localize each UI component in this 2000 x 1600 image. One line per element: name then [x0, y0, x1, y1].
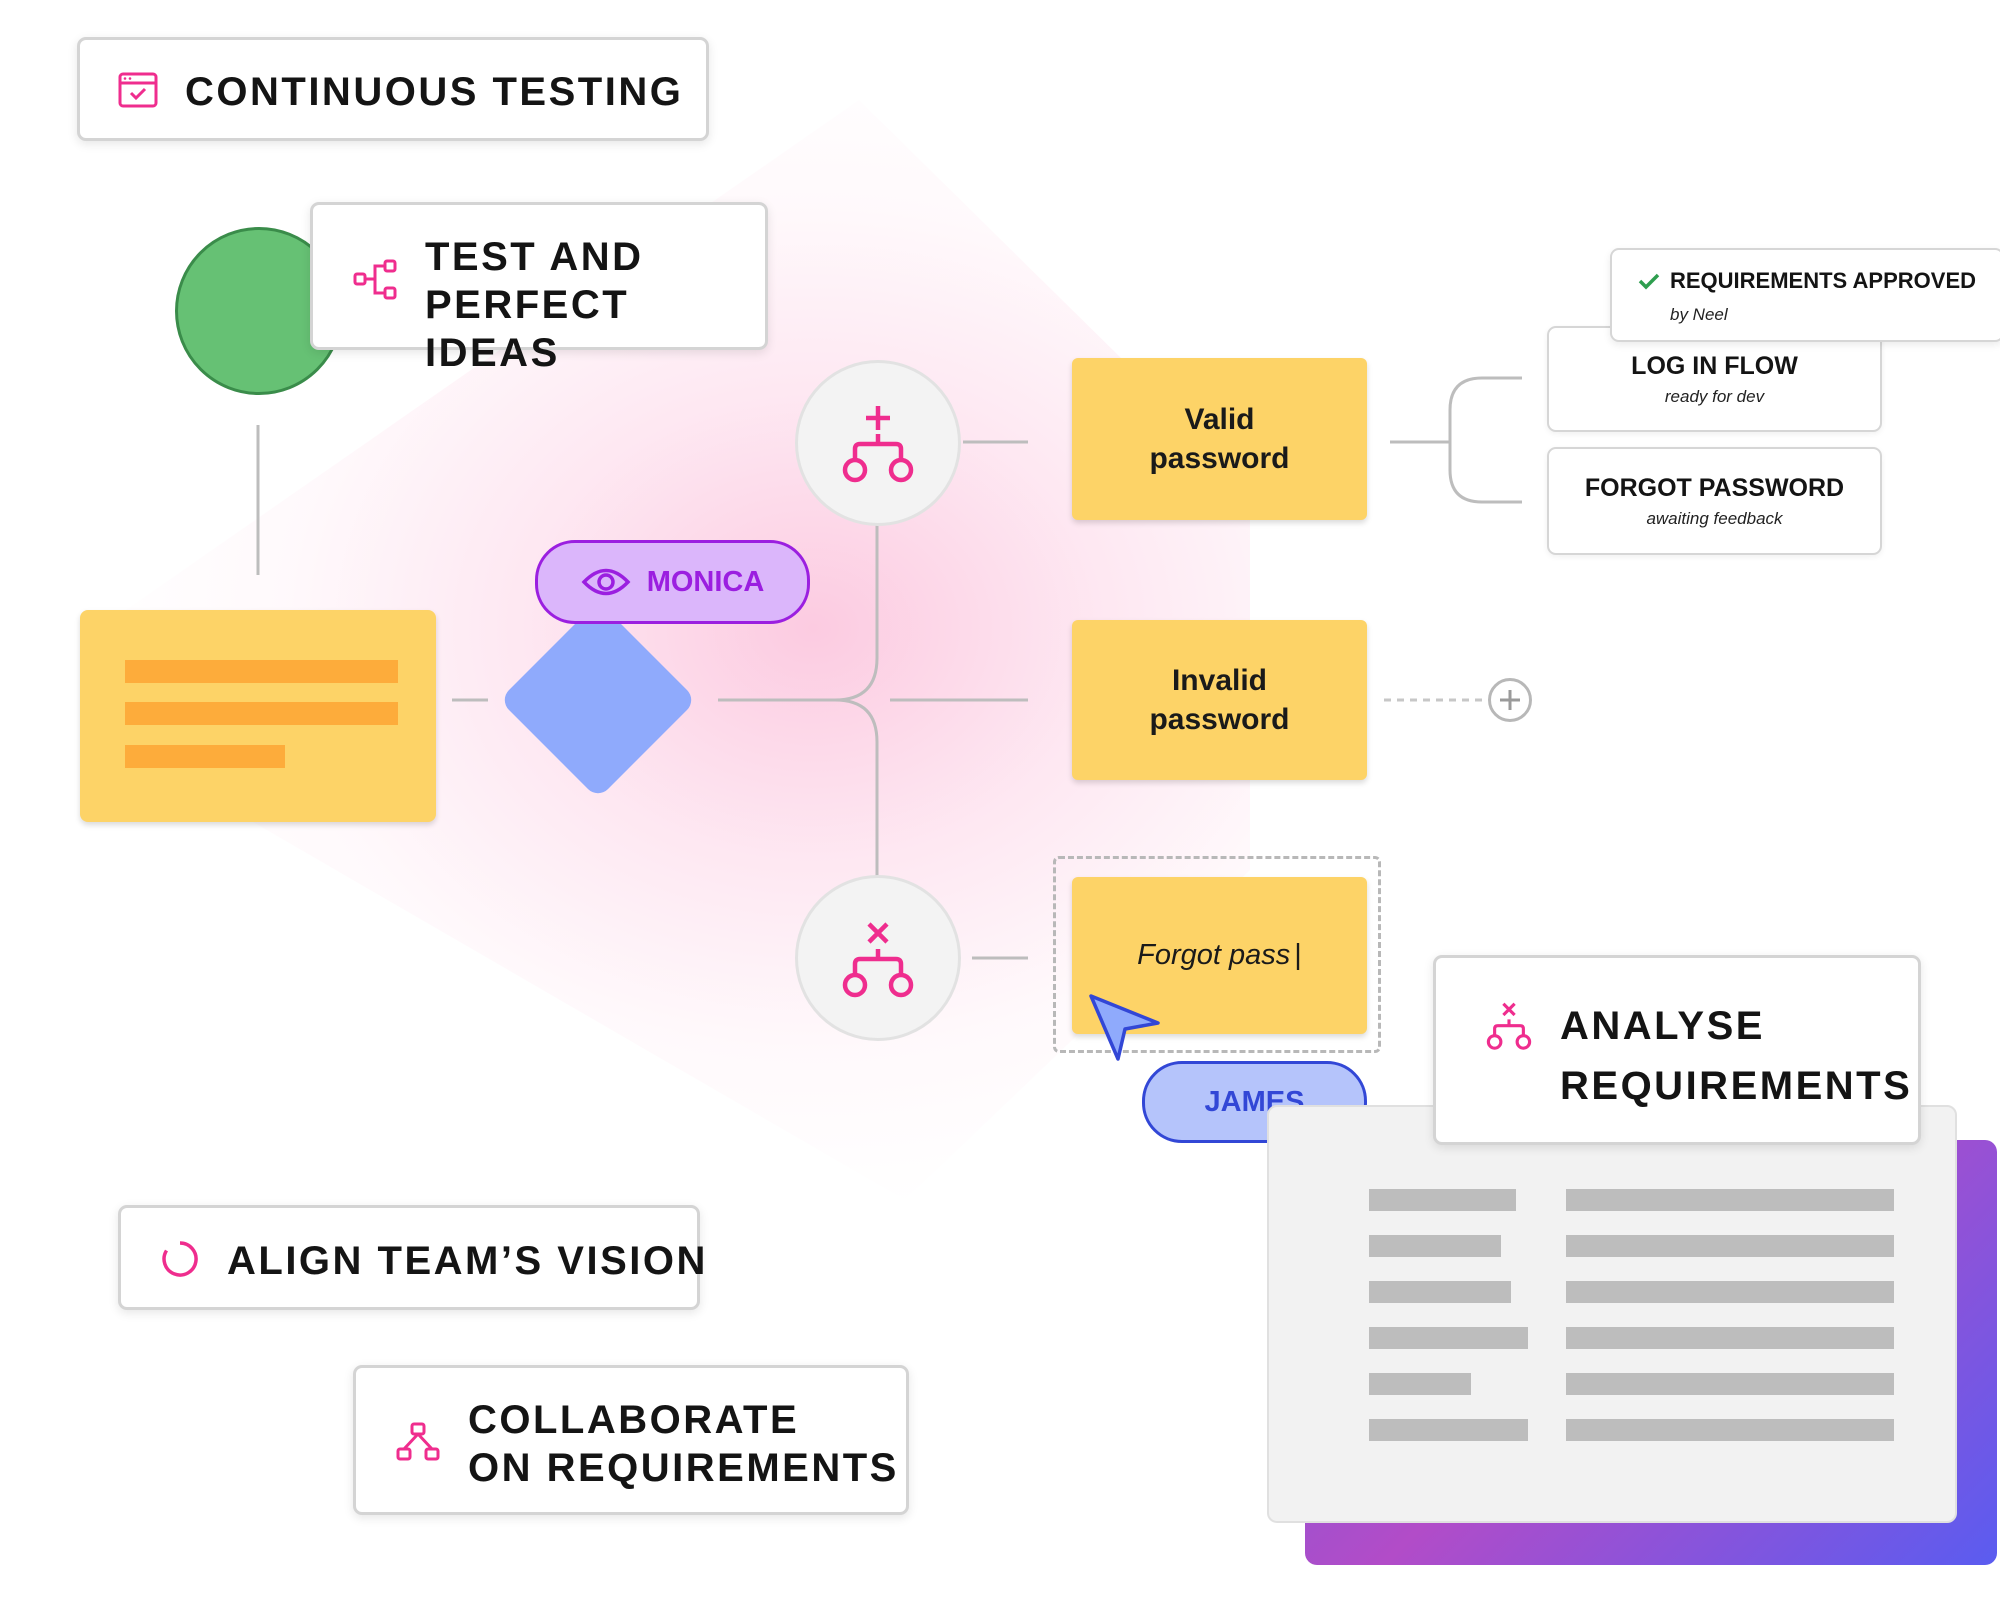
forgot-pass-sticky[interactable]: Forgot pass|	[1072, 877, 1367, 1034]
invalid-password-line2: password	[1149, 703, 1290, 736]
analyse-label-line2: REQUIREMENTS	[1560, 1064, 1913, 1108]
doc-bar	[1566, 1189, 1894, 1211]
test-ideas-label-line2: PERFECT IDEAS	[425, 283, 630, 375]
branch-add-node[interactable]	[795, 360, 961, 526]
sticky-bar	[125, 660, 398, 683]
monica-label: MONICA	[646, 565, 765, 598]
branch-remove-node[interactable]	[795, 875, 961, 1041]
doc-bar	[1566, 1281, 1894, 1303]
connector-split-up	[834, 525, 879, 702]
doc-bar	[1369, 1235, 1501, 1257]
requirements-approved-title: REQUIREMENTS APPROVED	[1670, 268, 1977, 293]
sticky-bar	[125, 702, 398, 725]
monica-collaborator-pill: MONICA	[535, 540, 810, 624]
selection-outline	[1053, 856, 1381, 1053]
doc-bar	[1369, 1189, 1516, 1211]
analyse-requirements-card: ANALYSE REQUIREMENTS	[1433, 955, 1921, 1145]
connector-branch-bracket	[1448, 376, 1522, 504]
branch-plus-icon	[838, 402, 918, 484]
requirements-sticky-card[interactable]	[80, 610, 436, 822]
check-icon	[1638, 272, 1660, 290]
doc-bar	[1566, 1419, 1894, 1441]
doc-bar	[1369, 1373, 1471, 1395]
doc-bar	[1369, 1281, 1511, 1303]
log-in-flow-title: LOG IN FLOW	[1631, 351, 1798, 380]
forgot-pass-text[interactable]: Forgot pass	[1137, 938, 1291, 971]
test-ideas-card: TEST AND PERFECT IDEAS	[310, 202, 768, 375]
valid-password-sticky[interactable]: Valid password	[1072, 358, 1367, 520]
test-ideas-label-line1: TEST AND	[425, 235, 644, 279]
hierarchy-icon	[396, 1422, 440, 1462]
branch-x-icon	[1484, 998, 1534, 1052]
log-in-flow-status[interactable]: LOG IN FLOW ready for dev	[1547, 326, 1882, 432]
forgot-password-status[interactable]: FORGOT PASSWORD awaiting feedback	[1547, 447, 1882, 555]
document-panel	[1267, 1105, 1957, 1523]
flowchart-icon	[353, 259, 397, 301]
requirements-approved-by: by Neel	[1670, 305, 1728, 324]
continuous-testing-card: CONTINUOUS TESTING	[77, 37, 709, 141]
cursor-arrow-icon	[1088, 993, 1162, 1063]
doc-bar	[1566, 1235, 1894, 1257]
continuous-testing-label: CONTINUOUS TESTING	[185, 70, 684, 114]
analyse-label-line1: ANALYSE	[1560, 1004, 1765, 1048]
align-vision-label: ALIGN TEAM’S VISION	[227, 1239, 708, 1283]
forgot-password-title: FORGOT PASSWORD	[1584, 473, 1845, 502]
invalid-password-line1: Invalid	[1171, 664, 1267, 697]
collaborate-label-line2: ON REQUIREMENTS	[468, 1446, 899, 1490]
invalid-password-sticky[interactable]: Invalid password	[1072, 620, 1367, 780]
align-vision-card: ALIGN TEAM’S VISION	[118, 1205, 705, 1310]
loading-circle-icon	[161, 1240, 199, 1278]
doc-bar	[1369, 1419, 1528, 1441]
plus-circle-icon	[1498, 688, 1522, 712]
sticky-bar	[125, 745, 285, 768]
branch-x-icon	[838, 917, 918, 999]
requirements-approved-status[interactable]: REQUIREMENTS APPROVED by Neel	[1610, 248, 2000, 342]
valid-password-line1: Valid	[1184, 403, 1255, 436]
text-caret: |	[1294, 938, 1302, 971]
doc-bar	[1369, 1327, 1528, 1349]
collaborate-card: COLLABORATE ON REQUIREMENTS	[353, 1365, 909, 1515]
add-step-button[interactable]	[1488, 678, 1532, 722]
valid-password-line2: password	[1149, 442, 1290, 475]
eye-icon	[581, 565, 631, 599]
browser-check-icon	[118, 72, 158, 108]
log-in-flow-sub: ready for dev	[1664, 386, 1765, 406]
forgot-password-sub: awaiting feedback	[1646, 508, 1783, 528]
doc-bar	[1566, 1373, 1894, 1395]
collaborate-label-line1: COLLABORATE	[468, 1398, 800, 1442]
doc-bar	[1566, 1327, 1894, 1349]
connector-split-down	[834, 698, 879, 918]
